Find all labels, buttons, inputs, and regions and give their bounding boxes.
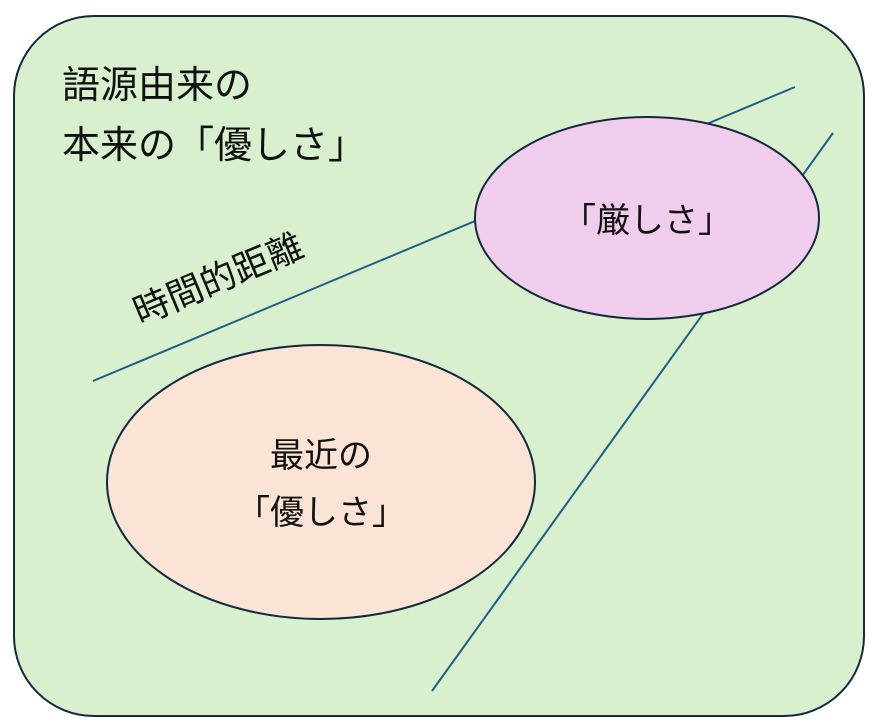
strictness-ellipse [474, 116, 820, 320]
strictness-label: 「厳しさ」 [562, 201, 732, 241]
origin-meaning-region [13, 15, 865, 717]
region-title-line1: 語源由来の [62, 63, 252, 107]
recent-kindness-label-line1: 最近の [270, 436, 372, 476]
recent-kindness-ellipse [106, 344, 536, 620]
region-title-line2: 本来の「優しさ」 [62, 123, 366, 167]
recent-kindness-label-line2: 「優しさ」 [236, 493, 406, 533]
